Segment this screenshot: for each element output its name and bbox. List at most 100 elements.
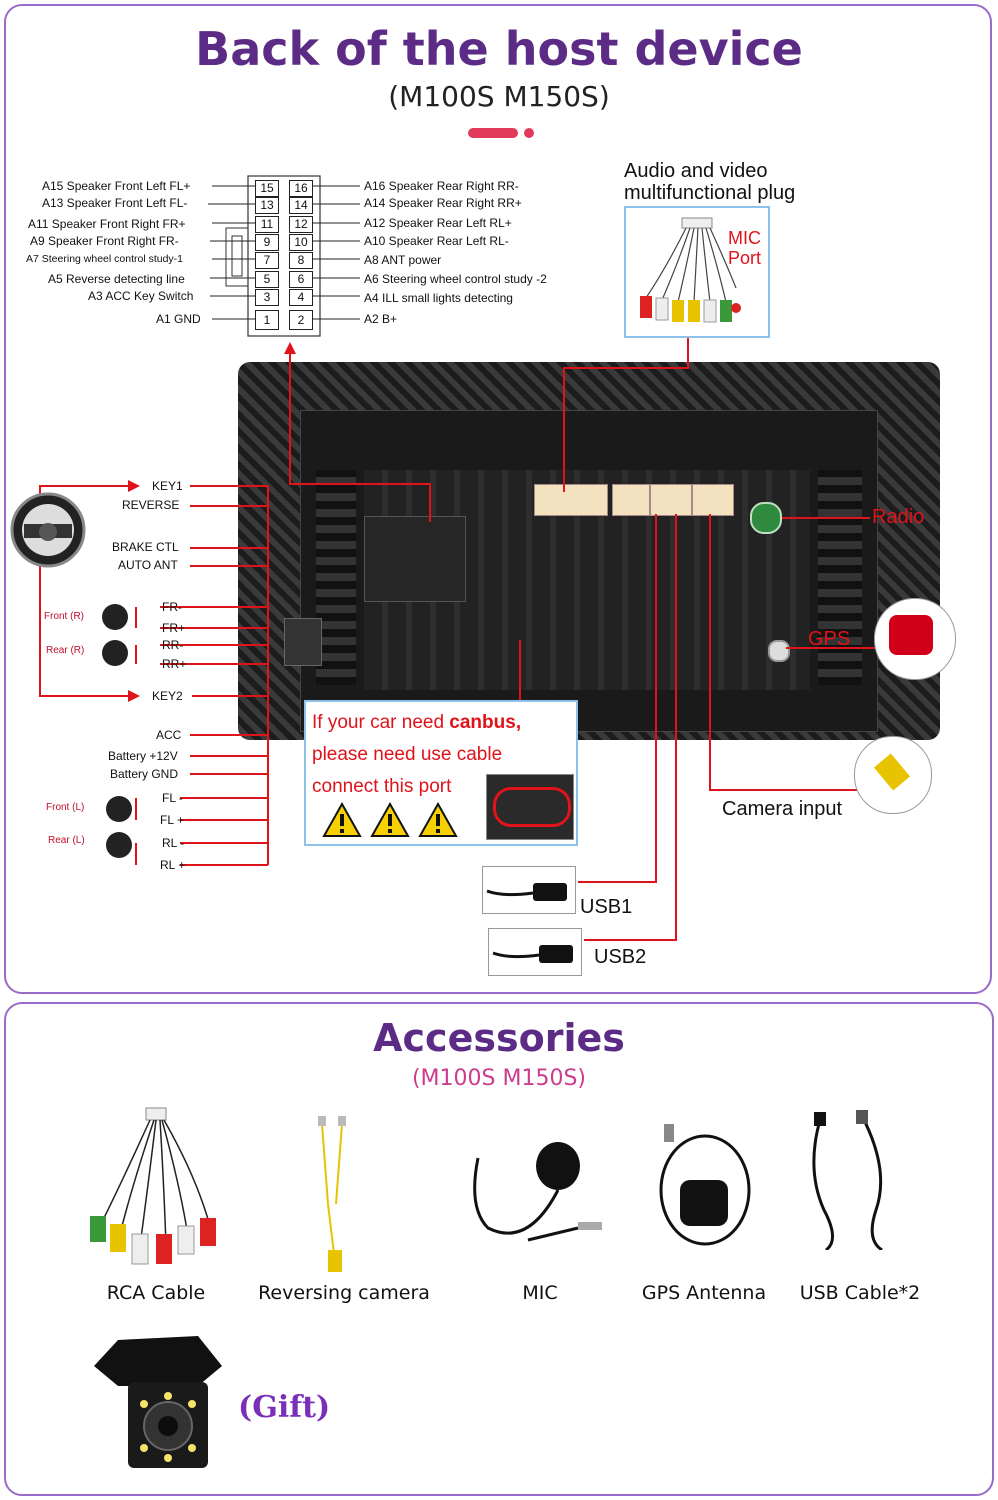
accessory-label-rca: RCA Cable	[106, 1282, 206, 1304]
pin-box-4: 4	[289, 289, 313, 306]
pin-label-a8: A8 ANT power	[364, 253, 442, 267]
mic-port-label: MIC Port	[728, 228, 761, 268]
rca-plug-icon	[640, 217, 741, 323]
pin-label-a14: A14 Speaker Rear Right RR+	[364, 196, 522, 210]
camera-input-label: Camera input	[722, 798, 843, 820]
wire-fl-minus: FL -	[162, 791, 183, 805]
rear-l-label: Rear (L)	[48, 835, 85, 846]
model-subtitle: (M100S M150S)	[388, 80, 610, 113]
accessory-label-usb: USB Cable*2	[799, 1282, 921, 1304]
canbus-line2: please need use cable	[312, 744, 503, 765]
device-right-vent	[818, 470, 862, 685]
steering-wheel-icon	[10, 492, 86, 568]
pin-label-a12: A12 Speaker Rear Left RL+	[364, 216, 512, 230]
wire-battery: Battery +12V	[108, 749, 178, 763]
accessory-label-gps: GPS Antenna	[641, 1282, 767, 1304]
pin-label-a6: A6 Steering wheel control study -2	[364, 272, 547, 286]
wire-key1: KEY1	[152, 479, 183, 493]
usb1-label: USB1	[580, 896, 633, 918]
av-plug-title-line2: multifunctional plug	[624, 182, 796, 204]
canbus-note-box: If your car need canbus, please need use…	[304, 700, 578, 846]
wire-auto-ant: AUTO ANT	[118, 558, 178, 572]
usb2-label: USB2	[594, 946, 647, 968]
usb2-image	[488, 928, 582, 976]
gps-label: GPS	[808, 628, 851, 650]
av-plug-image	[624, 206, 770, 338]
pin-label-a16: A16 Speaker Rear Right RR-	[364, 179, 519, 193]
accessory-label-mic: MIC	[522, 1282, 558, 1304]
pin-box-14: 14	[289, 197, 313, 214]
wire-key2: KEY2	[152, 689, 183, 703]
pin-box-5: 5	[255, 271, 279, 288]
pin-label-a2: A2 B+	[364, 312, 398, 326]
wiring-lines	[39, 338, 880, 941]
pin-leader-lines	[208, 185, 360, 320]
pin-label-a9: A9 Speaker Front Right FR-	[30, 234, 179, 248]
canbus-line1-pre: If your car need	[312, 712, 450, 733]
usb-socket-1	[612, 484, 650, 516]
wire-fr-minus: FR-	[162, 600, 182, 614]
av-socket	[534, 484, 608, 516]
wire-fl-plus: FL +	[160, 813, 184, 827]
pin-label-a5: A5 Reverse detecting line	[48, 272, 185, 286]
page-title: Back of the host device	[195, 22, 803, 76]
speaker-front-left-icon	[106, 796, 132, 822]
pin-label-a3: A3 ACC Key Switch	[88, 289, 194, 303]
pin-box-3: 3	[255, 289, 279, 306]
wire-acc: ACC	[156, 728, 182, 742]
pin-box-7: 7	[255, 252, 279, 269]
pin-box-11: 11	[255, 216, 279, 233]
warning-icons	[322, 801, 458, 837]
mic-image	[473, 1142, 602, 1242]
speaker-rear-right-icon	[102, 640, 128, 666]
gps-puck-shape	[889, 615, 933, 655]
wire-rr-minus: RR-	[162, 638, 184, 652]
gps-socket	[768, 640, 790, 662]
gift-camera-image	[94, 1336, 222, 1468]
pin-box-6: 6	[289, 271, 313, 288]
wire-rr-plus: RR+	[162, 657, 187, 671]
wire-rl-plus: RL +	[160, 858, 186, 872]
gps-antenna-image	[659, 1124, 751, 1246]
pin-box-2: 2	[289, 310, 313, 330]
wire-fr-plus: FR+	[162, 621, 186, 635]
canbus-port-photo	[486, 774, 574, 840]
usb-cables-image	[812, 1110, 883, 1250]
pin-box-13: 13	[255, 197, 279, 214]
pin-box-12: 12	[289, 216, 313, 233]
pin-label-a1: A1 GND	[156, 312, 201, 326]
gift-label: (Gift)	[238, 1390, 331, 1425]
pin-box-15: 15	[255, 180, 279, 197]
pin-box-9: 9	[255, 234, 279, 251]
camera-connector-icon	[854, 736, 932, 814]
front-l-label: Front (L)	[46, 802, 85, 813]
accessories-title: Accessories	[373, 1016, 625, 1060]
pin-label-a10: A10 Speaker Rear Left RL-	[364, 234, 509, 248]
accessory-label-reversing: Reversing camera	[258, 1282, 430, 1304]
pink-dash	[468, 128, 518, 138]
camera-rca-plug-shape	[873, 753, 911, 791]
pin-label-a7: A7 Steering wheel control study-1	[26, 253, 184, 265]
pin-box-1: 1	[255, 310, 279, 330]
camera-socket	[692, 484, 734, 516]
wire-brake: BRAKE CTL	[112, 540, 179, 554]
wire-reverse: REVERSE	[122, 498, 180, 512]
pin-label-a15: A15 Speaker Front Left FL+	[42, 179, 191, 193]
host-device-panel	[4, 4, 992, 994]
canbus-line3: connect this port	[312, 776, 452, 797]
radio-socket	[750, 502, 782, 534]
usb1-cable-icon	[486, 883, 567, 901]
accessories-models: (M100S M150S)	[411, 1066, 587, 1091]
device-left-vent	[316, 470, 356, 685]
radio-label: Radio	[872, 506, 925, 528]
accessories-panel	[4, 1002, 994, 1496]
usb1-image	[482, 866, 576, 914]
rca-cable-image	[90, 1107, 216, 1265]
speaker-rear-left-icon	[106, 832, 132, 858]
pin-label-a4: A4 ILL small lights detecting	[364, 291, 513, 305]
pink-dot	[524, 128, 534, 138]
wire-rl-minus: RL -	[162, 836, 185, 850]
speaker-front-right-icon	[102, 604, 128, 630]
wire-battery-gnd: Battery GND	[110, 767, 179, 781]
pin-box-16: 16	[289, 180, 313, 197]
